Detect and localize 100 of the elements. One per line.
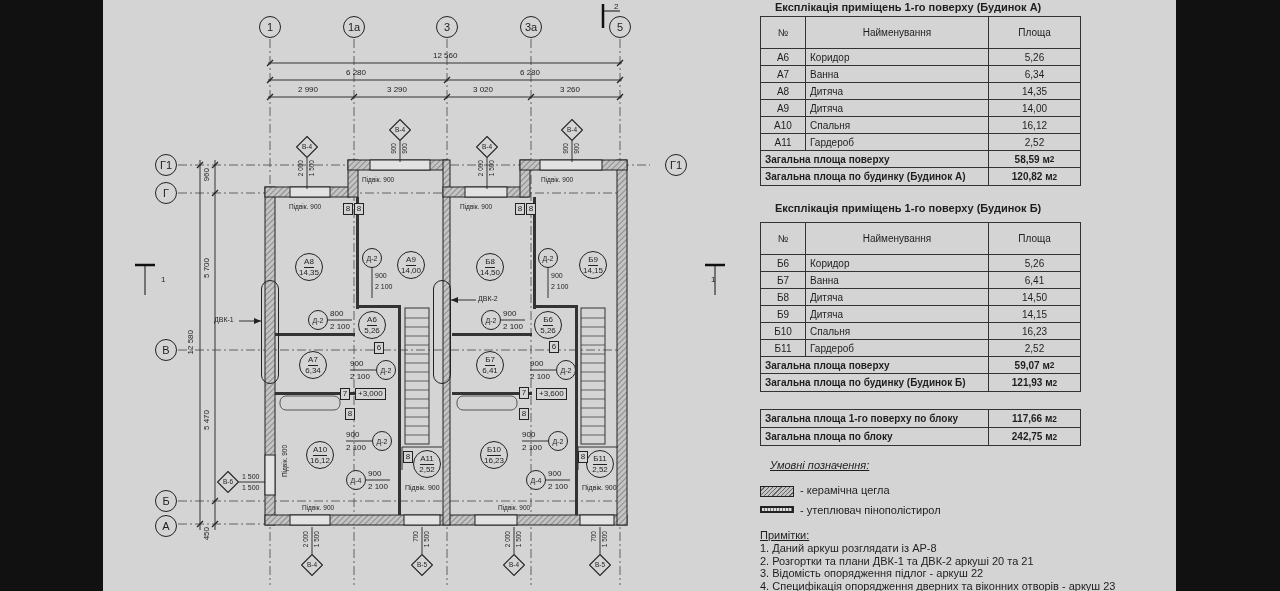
table-cell: Площа xyxy=(988,16,1081,49)
leader-line xyxy=(547,267,549,299)
room-marker: 8 xyxy=(519,408,529,420)
note-text: 4. Специфікація опорядження дверних та віконних отворів - аркуш 23 xyxy=(760,580,1116,591)
room-marker: 7 xyxy=(519,387,529,399)
leader-line xyxy=(500,319,526,321)
dimension-text: 900 xyxy=(530,360,544,368)
dimension-text: 3 020 xyxy=(473,86,494,94)
leader-line xyxy=(421,526,423,555)
leader-line xyxy=(545,479,571,481)
dimension-text: 2 100 xyxy=(350,373,371,381)
dimension-text: 900 xyxy=(503,310,517,318)
room-number: А10 xyxy=(312,445,328,456)
room-number: Б11 xyxy=(593,454,607,465)
legend-text: - керамічна цегла xyxy=(800,485,890,496)
room-number: А7 xyxy=(308,355,318,366)
dimension-text: 2 100 xyxy=(330,323,351,331)
table-cell: № xyxy=(760,16,806,49)
table-cell: № xyxy=(760,222,806,255)
room-area: 14,35 xyxy=(299,268,319,277)
room-marker: 8 xyxy=(526,203,536,215)
level-mark: +3,000 xyxy=(355,388,386,400)
table-title: Експлікація приміщень 1-го поверху (Будинок Б) xyxy=(775,203,1042,214)
dimension-text: 2 100 xyxy=(368,483,389,491)
room-area: 6,41 xyxy=(482,366,498,375)
dimension-text: 2 100 xyxy=(346,444,367,452)
room-area: 14,00 xyxy=(401,266,421,275)
room-marker: 8 xyxy=(403,451,413,463)
note-text: 1. Даний аркуш розглядати із АР-8 xyxy=(760,543,937,554)
leader-line xyxy=(345,440,373,442)
room-number: Б6 xyxy=(543,315,553,326)
room-marker: 7 xyxy=(340,388,350,400)
dimension-text: 900 xyxy=(350,360,364,368)
room-number: Б10 xyxy=(486,445,502,456)
table-title: Експлікація приміщень 1-го поверху (Будинок А) xyxy=(775,2,1042,13)
dimension-text: 5 470 xyxy=(203,410,211,431)
room-area: 2,52 xyxy=(592,465,608,474)
dimension-text: 900 xyxy=(368,470,382,478)
table-cell: Загальна площа 1-го поверху по блоку xyxy=(760,409,989,428)
leader-line xyxy=(529,369,557,371)
legend-heading: Умовні позначення: xyxy=(770,460,870,471)
dimension-text: 2 100 xyxy=(548,483,569,491)
leader-line xyxy=(327,319,353,321)
room-area: 16,23 xyxy=(484,456,504,465)
room-area: 14,50 xyxy=(480,268,500,277)
legend-text: - утеплювач пінополістирол xyxy=(800,505,941,516)
table-cell: Загальна площа по будинку (Будинок А) xyxy=(760,167,989,186)
dimension-text: 2 100 xyxy=(530,373,551,381)
leader-line xyxy=(599,526,601,555)
room-number: Б8 xyxy=(485,257,495,268)
leader-line xyxy=(399,140,401,163)
dimension-text: 12 580 xyxy=(187,330,195,355)
section-number: 1 xyxy=(161,276,166,284)
dimension-text: 6 280 xyxy=(520,69,541,77)
dimension-text: 3 260 xyxy=(560,86,581,94)
room-number: А8 xyxy=(304,257,314,268)
room-number: А6 xyxy=(367,315,377,326)
dimension-text: 2 100 xyxy=(522,444,543,452)
room-number: Б7 xyxy=(485,355,495,366)
room-area: 14,15 xyxy=(583,266,603,275)
room-area: 5,26 xyxy=(364,326,380,335)
room-number: А11 xyxy=(420,454,434,465)
dimension-text: 6 280 xyxy=(346,69,367,77)
leader-line xyxy=(521,440,549,442)
dimension-text: 5 700 xyxy=(203,258,211,279)
room-area: 6,34 xyxy=(305,366,321,375)
dimension-text: 960 xyxy=(203,168,211,182)
room-marker: 8 xyxy=(343,203,353,215)
notes-heading: Примітки: xyxy=(760,530,810,541)
room-marker: 8 xyxy=(578,451,588,463)
dimension-text: 900 xyxy=(548,470,562,478)
dimension-text: 2 990 xyxy=(298,86,319,94)
table-cell: Площа xyxy=(988,222,1081,255)
table-cell: Загальна площа по будинку (Будинок Б) xyxy=(760,373,989,392)
room-marker: 6 xyxy=(549,341,559,353)
dimension-text: 3 290 xyxy=(387,86,408,94)
room-number: Б9 xyxy=(588,255,598,266)
room-marker: 8 xyxy=(515,203,525,215)
room-area: 5,26 xyxy=(540,326,556,335)
room-number: А9 xyxy=(406,255,416,266)
dimension-text: 900 xyxy=(522,431,536,439)
room-area: 2,52 xyxy=(419,465,435,474)
room-area: 16,12 xyxy=(310,456,330,465)
room-marker: 6 xyxy=(374,342,384,354)
leader-line xyxy=(365,479,391,481)
section-number: 1 xyxy=(711,276,716,284)
dimension-text: 12 560 xyxy=(433,52,458,60)
leader-line xyxy=(571,140,573,163)
room-marker: 8 xyxy=(345,408,355,420)
leader-line xyxy=(311,526,313,555)
dimension-text: 450 xyxy=(203,527,211,541)
leader-line xyxy=(371,267,373,299)
note-text: 2. Розгортки та плани ДВК-1 та ДВК-2 аркуші 20 та 21 xyxy=(760,555,1034,567)
leader-line xyxy=(486,157,488,190)
dimension-text: 900 xyxy=(346,431,360,439)
dimension-text: 2 100 xyxy=(503,323,524,331)
room-marker: 8 xyxy=(354,203,364,215)
leader-line xyxy=(513,526,515,555)
table-cell: Загальна площа по блоку xyxy=(760,427,989,446)
leader-line xyxy=(306,157,308,190)
